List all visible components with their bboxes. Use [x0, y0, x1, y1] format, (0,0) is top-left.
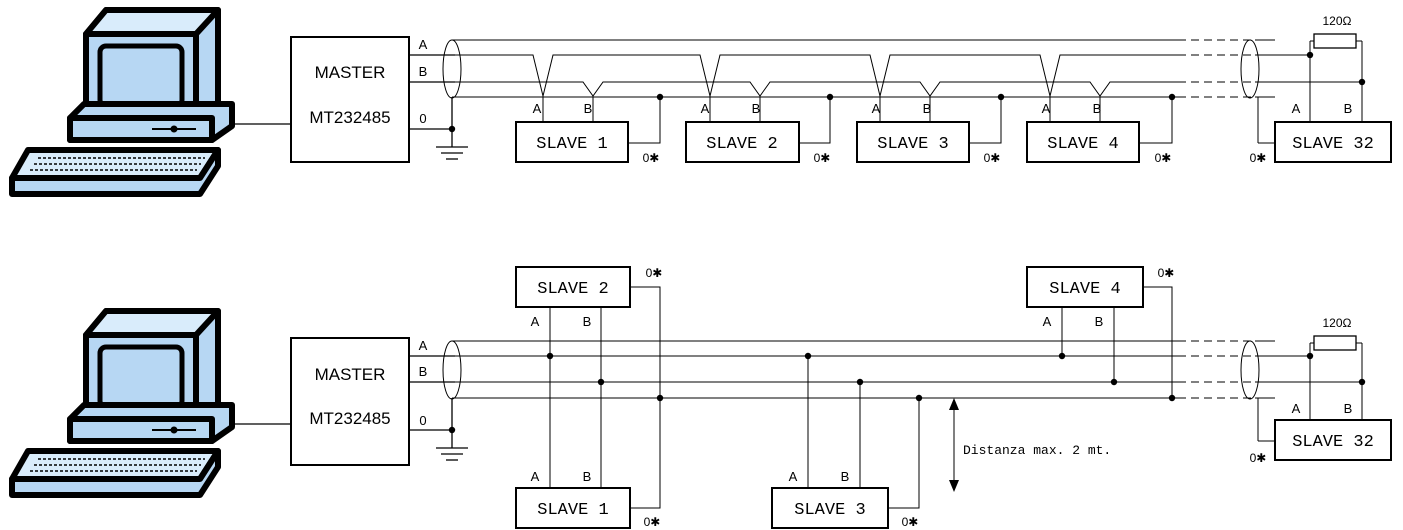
bottom-slave-2-label: SLAVE 2 [537, 280, 608, 299]
top-slave-32-ground: 0✱ [1250, 151, 1267, 165]
terminator-resistor [1313, 33, 1357, 49]
bottom-slave-4-ground: 0✱ [1158, 266, 1175, 280]
bottom-slave-3-ground: 0✱ [902, 515, 919, 529]
top-slave-2-pin-a: A [701, 101, 710, 116]
bottom-slave-3-pin-b: B [841, 469, 850, 484]
bottom-slave-1-label: SLAVE 1 [537, 501, 608, 520]
line-zero-label: 0 [419, 111, 426, 126]
bottom-slave-1-pin-a: A [531, 469, 540, 484]
bottom-slave-1-ground: 0✱ [644, 515, 661, 529]
top-slave-3-ground: 0✱ [984, 151, 1001, 165]
top-slave-3-label: SLAVE 3 [877, 135, 948, 154]
bottom-slave-3-pin-a: A [789, 469, 798, 484]
resistor-value: 120Ω [1323, 316, 1352, 330]
top-slave-32-pin-a: A [1292, 101, 1301, 116]
master-model: MT232485 [309, 108, 390, 127]
top-slave-1-pin-a: A [533, 101, 542, 116]
master-name: MASTER [315, 63, 386, 82]
bottom-diagram: MASTER MT232485 A B 0 [9, 266, 1392, 529]
master-box [290, 337, 410, 466]
bottom-slave-2-box [515, 266, 631, 308]
cable-shield-start [442, 340, 462, 400]
top-slave-1-label: SLAVE 1 [536, 135, 607, 154]
line-zero-label: 0 [419, 413, 426, 428]
bottom-slave-2-pin-b: B [583, 314, 592, 329]
top-slave-4-label: SLAVE 4 [1047, 135, 1118, 154]
computer-icon [9, 308, 235, 498]
distance-note: Distanza max. 2 mt. [963, 443, 1111, 458]
bottom-slave-3-box [771, 487, 889, 529]
top-slave-3-box [856, 121, 970, 163]
top-slave-4-ground: 0✱ [1155, 151, 1172, 165]
top-slave-2-box [685, 121, 800, 163]
top-slave-4-box [1026, 121, 1140, 163]
bottom-slave-32-pin-b: B [1344, 401, 1353, 416]
bottom-slave-4-pin-b: B [1095, 314, 1104, 329]
ground-symbol [436, 447, 468, 461]
bottom-slave-32-box [1274, 419, 1392, 461]
cable-shield-end [1240, 39, 1260, 99]
bottom-slave-2-pin-a: A [531, 314, 540, 329]
bottom-slave-32-pin-a: A [1292, 401, 1301, 416]
bottom-slave-4-label: SLAVE 4 [1049, 280, 1120, 299]
bottom-slave-4-box [1026, 266, 1144, 308]
bottom-slave-3-label: SLAVE 3 [794, 501, 865, 520]
line-a-label: A [419, 338, 428, 353]
master-box [290, 36, 410, 163]
line-b-label: B [419, 364, 428, 379]
bottom-slave-2-ground: 0✱ [646, 266, 663, 280]
top-slave-3-pin-a: A [872, 101, 881, 116]
master-model: MT232485 [309, 409, 390, 428]
top-slave-2-pin-b: B [752, 101, 761, 116]
terminator-resistor [1313, 335, 1357, 351]
top-diagram: MASTER MT232485 A B 0 [9, 7, 1392, 197]
top-slave-32-box [1274, 121, 1392, 163]
bottom-slave-4-pin-a: A [1043, 314, 1052, 329]
master-name: MASTER [315, 365, 386, 384]
top-slave-1-ground: 0✱ [643, 151, 660, 165]
top-slave-2-label: SLAVE 2 [706, 135, 777, 154]
top-slave-1-box [515, 121, 629, 163]
bottom-slave-32-label: SLAVE 32 [1292, 433, 1374, 452]
top-slave-3-pin-b: B [923, 101, 932, 116]
bottom-slave-32-ground: 0✱ [1250, 451, 1267, 465]
top-slave-1-pin-b: B [584, 101, 593, 116]
top-slave-4-pin-b: B [1093, 101, 1102, 116]
ground-symbol [436, 146, 468, 160]
cable-shield-end [1240, 340, 1260, 400]
top-slave-2-ground: 0✱ [814, 151, 831, 165]
line-a-label: A [419, 37, 428, 52]
distance-arrow [949, 398, 959, 492]
bottom-slave-1-box [515, 487, 631, 529]
resistor-value: 120Ω [1323, 14, 1352, 28]
top-slave-32-label: SLAVE 32 [1292, 135, 1374, 154]
line-b-label: B [419, 64, 428, 79]
top-slave-4-pin-a: A [1042, 101, 1051, 116]
cable-shield-start [442, 39, 462, 99]
top-slave-32-pin-b: B [1344, 101, 1353, 116]
computer-icon [9, 7, 235, 197]
bottom-slave-1-pin-b: B [583, 469, 592, 484]
